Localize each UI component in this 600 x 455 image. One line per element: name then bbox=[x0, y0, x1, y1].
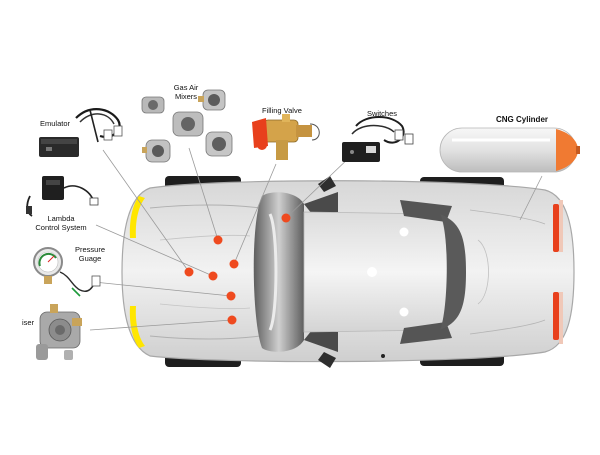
label-switches: Switches bbox=[367, 109, 398, 118]
marker-reducer bbox=[227, 315, 237, 325]
roof-dot bbox=[399, 227, 409, 237]
gas-air-mixer-icon bbox=[141, 89, 233, 163]
switch-box-icon bbox=[342, 116, 414, 162]
rear-window bbox=[440, 214, 466, 330]
installation-markers bbox=[184, 213, 291, 325]
marker-filling-valve bbox=[229, 259, 239, 269]
filling-valve-icon bbox=[252, 114, 320, 160]
label-pressure-guage: Pressure Guage bbox=[70, 245, 110, 263]
marker-lambda bbox=[208, 271, 218, 281]
side-window-left bbox=[304, 192, 338, 214]
label-cng-cylinder: CNG Cylinder bbox=[496, 115, 549, 124]
windshield bbox=[253, 192, 304, 352]
cng-cylinder-icon bbox=[439, 127, 580, 173]
label-pressure-line2: Guage bbox=[78, 254, 102, 263]
label-gas-air-mixers-line2: Mixers bbox=[174, 92, 198, 101]
lambda-control-icon bbox=[26, 176, 99, 217]
reducer-icon bbox=[36, 304, 82, 360]
label-pressure-line1: Pressure bbox=[74, 245, 105, 254]
label-lambda-line1: Lambda bbox=[47, 214, 75, 223]
car-top-view-icon bbox=[121, 176, 575, 368]
marker-emulator bbox=[184, 267, 194, 277]
label-reducer: iser bbox=[22, 318, 35, 327]
mirror-left bbox=[318, 176, 336, 192]
tail-light-right bbox=[553, 292, 559, 340]
side-window-right bbox=[304, 330, 338, 352]
headlight-left bbox=[129, 196, 145, 238]
headlight-right bbox=[129, 306, 145, 348]
pressure-gauge-icon bbox=[33, 247, 101, 297]
tail-light-left bbox=[553, 204, 559, 252]
label-lambda-control-system: Lambda Control System bbox=[24, 214, 98, 232]
rear-window-left bbox=[400, 200, 452, 222]
label-gas-air-mixers-line1: Gas Air bbox=[173, 83, 199, 92]
marker-gas-air-mixer bbox=[213, 235, 223, 245]
label-lambda-line2: Control System bbox=[35, 223, 87, 232]
emulator-ecu-icon bbox=[39, 108, 123, 157]
label-filling-valve: Filling Valve bbox=[262, 106, 302, 115]
label-emulator: Emulator bbox=[40, 119, 71, 128]
roof-dot bbox=[399, 307, 409, 317]
label-gas-air-mixers: Gas Air Mixers bbox=[164, 83, 208, 101]
marker-switches bbox=[281, 213, 291, 223]
connector-lines bbox=[89, 147, 543, 331]
rear-window-right bbox=[400, 322, 452, 344]
marker-pressure-gauge bbox=[226, 291, 236, 301]
mirror-right bbox=[318, 352, 336, 368]
roof-dot bbox=[367, 267, 377, 277]
